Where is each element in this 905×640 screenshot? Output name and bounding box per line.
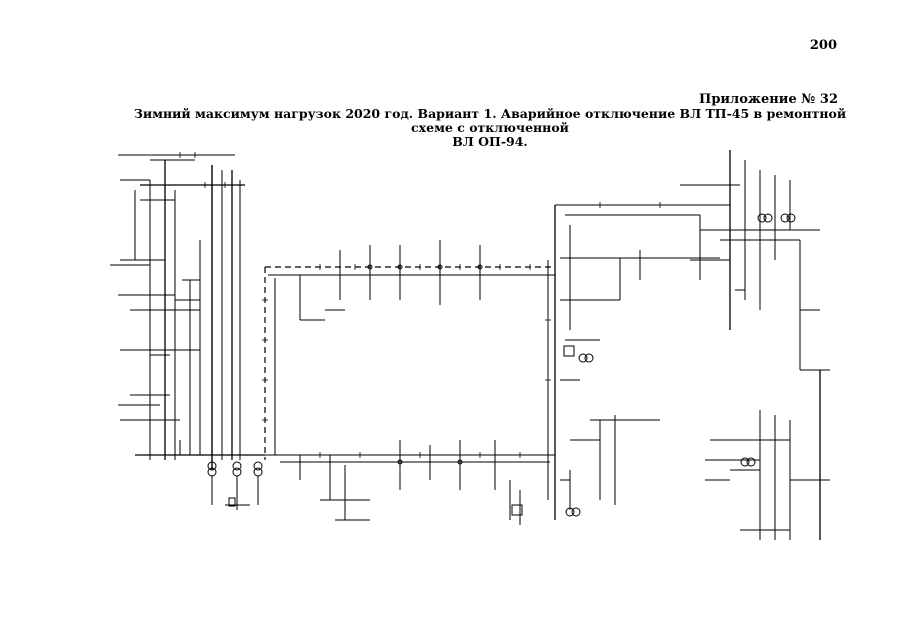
page-title: Зимний максимум нагрузок 2020 год. Вариа… [130,107,850,149]
right-loop-trunk [547,204,730,520]
left-busbars [110,154,265,470]
top-loop-nodes [299,240,483,321]
left-transformers [207,461,263,510]
central-loop [264,266,555,460]
lower-right-substation [705,369,830,540]
page-number: 200 [809,38,837,53]
title-line-1: Зимний максимум нагрузок 2020 год. Вариа… [133,106,847,135]
appendix-label: Приложение № 32 [699,92,838,107]
breaker-ticks [179,152,661,458]
title-line-2: ВЛ ОП-94. [452,134,528,149]
upper-right-substation [619,150,820,370]
bottom-loop-nodes [299,440,523,525]
